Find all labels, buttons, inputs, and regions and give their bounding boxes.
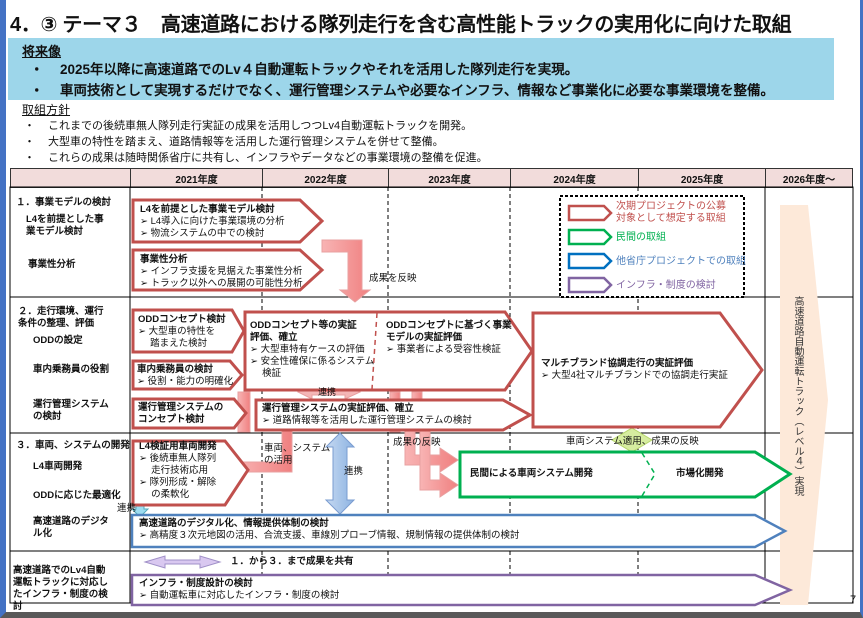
box-text: 車内乗務員の検討➢ 役割・能力の明確化	[137, 364, 234, 387]
box-multibrand	[531, 311, 764, 429]
box-text: インフラ・制度設計の検討➢ 自動運転車に対応したインフラ・制度の検討	[139, 578, 340, 601]
row-label: ODDに応じた最適化	[33, 490, 121, 501]
row-label: 高速道路のデジタル化	[33, 516, 109, 539]
legend-swatch	[567, 276, 613, 294]
section-title: 高速道路でのLv4自動運転トラックに対応したインフラ・制度の検討	[13, 565, 109, 612]
box-private-dev	[458, 450, 793, 499]
row-label: L4を前提とした事業モデル検討	[26, 214, 104, 237]
note: 連携	[344, 466, 364, 477]
box-crew	[131, 359, 244, 391]
box-text: L4を前提とした事業モデル検討➢ L4導入に向けた事業環境の分析➢ 物流システム…	[140, 204, 285, 239]
box-business-model	[131, 198, 325, 244]
box-text: マルチブランド協調走行の実証評価➢ 大型4社マルチブランドでの協調走行実証	[541, 358, 728, 381]
box-feasibility	[131, 248, 325, 292]
legend-label: インフラ・制度の検討	[616, 280, 716, 291]
vision-panel	[8, 38, 834, 100]
box-text: ODDコンセプト検討➢ 大型車の特性を 踏まえた検討	[138, 314, 226, 349]
vision-bullet: ・2025年以降に高速道路でのLv４自動運転トラックやそれを活用した隊列走行を実…	[30, 62, 579, 77]
box-odd-validation	[243, 310, 534, 392]
legend-swatch	[567, 204, 613, 222]
goal-text: 高速道路自動運転トラック（レベル４）実現	[792, 296, 803, 496]
box-text: ODDコンセプト等の実証評価、確立➢ 大型車特有ケースの評価➢ 安全性確保に係る…	[250, 320, 375, 379]
note: １．から３．まで成果を共有	[230, 556, 354, 567]
legend-label: 民間の取組	[616, 232, 666, 243]
box-text: 市場化開発	[676, 468, 724, 479]
goal-arrow	[780, 205, 828, 605]
policy-bullet: ・これまでの後続車無人隊列走行実証の成果を活用しつつLv4自動運転トラックを開発…	[24, 120, 473, 132]
vision-heading: 将来像	[22, 44, 62, 59]
box-infra-design	[130, 573, 794, 607]
box-ops-validation	[254, 398, 534, 432]
section-title: ３．車両、システムの開発	[16, 440, 130, 451]
note: 連携	[117, 503, 137, 514]
legend-swatch	[567, 252, 613, 270]
legend-label: 次期プロジェクトの公募対象として想定する取組	[616, 201, 726, 224]
row-label: L4車両開発	[33, 461, 83, 472]
box-text: 運行管理システムのコンセプト検討	[138, 402, 224, 425]
page-number: 7	[850, 594, 857, 606]
box-ops-concept	[131, 397, 248, 430]
box-highway-digital	[130, 513, 788, 549]
vision-bullet: ・車両技術として実現するだけでなく、運行管理システムや必要なインフラ、情報など事…	[30, 83, 775, 98]
box-l4-vehicle	[131, 439, 250, 507]
section-title: １．事業モデルの検討	[16, 197, 112, 208]
note: 車両システム適用、成果の反映	[566, 436, 699, 447]
legend-label: 他省庁プロジェクトでの取組	[616, 256, 746, 267]
box-text: 事業性分析➢ インフラ支援を見据えた事業性分析➢ トラック以外への展開の可能性分…	[140, 254, 303, 289]
row-label: 車内乗務員の役割	[33, 364, 110, 375]
policy-heading: 取組方針	[22, 103, 71, 117]
note: 連携	[318, 387, 337, 397]
box-text: 民間による車両システム開発	[470, 468, 593, 479]
row-label: ODDの設定	[33, 335, 83, 346]
note: 成果の反映	[393, 437, 441, 448]
policy-bullet: ・大型車の特性を踏まえ、道路情報等を活用した運行管理システムを併せて整備。	[24, 136, 444, 148]
policy-bullet: ・これらの成果は随時関係省庁に共有し、インフラやデータなどの事業環境の整備を促進…	[24, 152, 488, 164]
box-odd-concept	[131, 308, 246, 354]
section-title: ２．走行環境、運行条件の整理、評価	[18, 306, 104, 329]
box-text: 高速道路のデジタル化、情報提供体制の検討➢ 高精度３次元地図の活用、合流支援、車…	[139, 518, 520, 541]
note: 成果を反映	[369, 273, 417, 284]
box-text: ODDコンセプトに基づく事業モデルの実証評価➢ 事業者による受容性検証	[386, 320, 512, 355]
share-arrow	[143, 555, 222, 569]
reflect-arrow	[321, 239, 372, 303]
box-text: 運行管理システムの実証評価、確立➢ 道路情報等を活用した運行管理システムの検討	[262, 403, 472, 426]
legend-box	[559, 195, 745, 298]
legend-swatch	[567, 228, 613, 246]
row-label: 事業性分析	[28, 259, 76, 270]
row-label: 運行管理システムの検討	[33, 399, 109, 422]
box-text: L4検証用車両開発➢ 後続車無人隊列 走行技術応用➢ 隊列形成・解除 の柔軟化	[139, 441, 217, 500]
slide-title: 4．③ テーマ３ 高速道路における隊列走行を含む高性能トラックの実用化に向けた取…	[10, 14, 792, 36]
note: 車両、システムの活用	[264, 443, 331, 466]
